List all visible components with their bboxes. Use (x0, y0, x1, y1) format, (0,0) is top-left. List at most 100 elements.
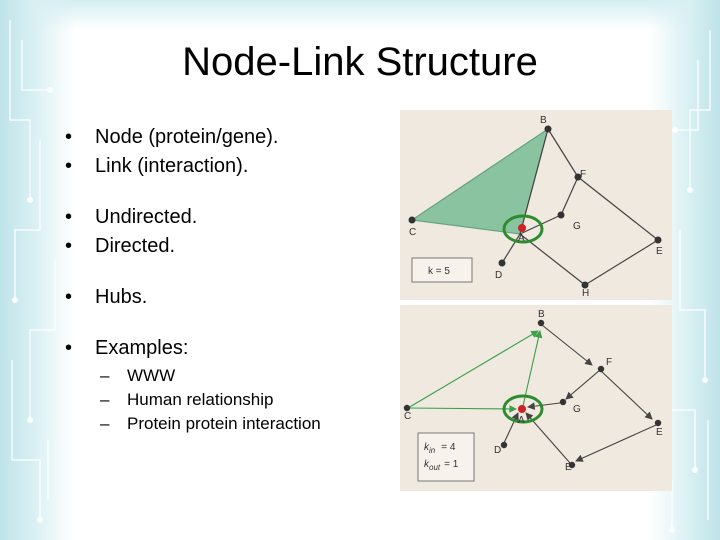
sub-bullet-item: –Human relationship (100, 390, 395, 414)
decorative-top-band (0, 0, 720, 30)
sub-bullet-text: Human relationship (127, 390, 274, 409)
bullet-dot: • (65, 206, 73, 228)
node-e (654, 419, 662, 427)
node-d (498, 259, 506, 267)
label-d: D (494, 445, 501, 456)
bullet-group-node-link: • Node (protein/gene). • Link (interaction… (65, 126, 395, 184)
node-f (574, 173, 582, 181)
label-e: E (656, 427, 663, 438)
sub-bullet-list: –WWW –Human relationship –Protein protei… (65, 366, 395, 438)
edge-c-a (407, 405, 517, 413)
hub-node-a (518, 224, 526, 232)
node-c (403, 404, 411, 412)
label-b: B (540, 115, 547, 126)
bullet-text: Examples: (95, 337, 189, 359)
bullet-item: • Examples: (65, 337, 395, 366)
sub-bullet-dash: – (100, 366, 110, 385)
edge-a-h (519, 233, 586, 286)
sub-bullet-dash: – (100, 414, 110, 433)
edge-f-e (599, 369, 653, 420)
bullet-dot: • (65, 286, 73, 308)
bullet-item: • Undirected. (65, 206, 395, 235)
sub-bullet-text: WWW (127, 366, 176, 385)
label-c: C (404, 411, 411, 422)
bullet-group-direction: • Undirected. • Directed. (65, 206, 395, 264)
directed-dark-edges (503, 324, 657, 464)
label-h: H (582, 288, 589, 299)
node-e (654, 236, 662, 244)
bullet-text: Undirected. (95, 206, 198, 228)
directed-green-edges (407, 330, 543, 413)
bullet-dot: • (65, 337, 73, 359)
node-f (597, 365, 605, 373)
bullet-text: Directed. (95, 235, 176, 257)
undirected-network-svg: B F C A G E D H k = 5 (408, 115, 663, 299)
k-in-legend: kin = 4 (424, 442, 456, 455)
legend-box (417, 432, 475, 482)
sub-bullet-item: –WWW (100, 366, 395, 390)
label-b: B (538, 309, 545, 320)
bullet-group-examples: •Examples: –WWW –Human relationship –Pro… (65, 337, 395, 438)
hub-node-a (518, 405, 526, 413)
edge-f-g (565, 369, 601, 400)
label-g: G (573, 221, 581, 232)
bullet-text: Hubs. (95, 286, 148, 308)
degree-legend: k = 5 (428, 266, 450, 277)
label-f: F (606, 357, 612, 368)
edge-e-e2 (575, 424, 657, 462)
k-out-subscript: out (429, 463, 441, 472)
bullet-item: • Node (protein/gene). (65, 126, 395, 155)
label-e2: E (565, 462, 572, 473)
k-in-value: = 4 (441, 442, 456, 453)
slide-title: Node-Link Structure (182, 40, 538, 84)
label-c: C (409, 227, 416, 238)
k-out-symbol: k (424, 459, 430, 470)
bullet-dot: • (65, 155, 73, 177)
circuit-pattern-left (9, 20, 56, 523)
sub-bullet-item: –Protein protein interaction (100, 414, 395, 438)
bullet-text: Link (interaction). (95, 155, 249, 177)
label-a: A (518, 415, 525, 426)
edge-d-a (503, 412, 519, 444)
edge-b-f (547, 128, 579, 178)
bullet-item: • Link (interaction). (65, 155, 395, 184)
k-out-value: = 1 (444, 459, 459, 470)
k-in-symbol: k (424, 442, 430, 453)
node-g (557, 211, 565, 219)
edge-g-a (527, 402, 561, 410)
edge-b-f (541, 324, 593, 366)
node-d (500, 441, 508, 449)
node-e2 (568, 461, 576, 469)
label-d: D (495, 270, 502, 281)
clique-triangle (410, 127, 549, 235)
directed-network-figure: B F C A G E D E kin= 4 kout= 1 (400, 305, 672, 491)
k-in-subscript: in (429, 446, 436, 455)
node-b (544, 125, 552, 133)
node-c (408, 216, 416, 224)
bullet-dot: • (65, 235, 73, 257)
node-h (581, 281, 589, 289)
k-out-legend: kout= 1 (424, 459, 459, 472)
directed-network-svg: B F C A G E D E kin= 4 kout= 1 (403, 309, 663, 482)
label-g: G (573, 404, 581, 415)
directed-nodes (403, 319, 662, 469)
node-g (559, 398, 567, 406)
label-e: E (656, 246, 663, 257)
undirected-nodes (408, 125, 662, 289)
circuit-pattern-right (664, 30, 711, 533)
legend-box (411, 257, 473, 283)
bullet-list: • Node (protein/gene). • Link (interaction… (65, 126, 395, 460)
bullet-dot: • (65, 126, 73, 148)
undirected-network-figure: B F C A G E D H k = 5 (400, 110, 672, 300)
bullet-text: Node (protein/gene). (95, 126, 279, 148)
edge-a-b (522, 330, 543, 407)
bullet-item: • Directed. (65, 235, 395, 264)
label-a: A (518, 233, 525, 244)
edge-c-b (407, 330, 539, 409)
edge-e-h (584, 239, 659, 286)
edge-a-d (501, 233, 521, 264)
bullet-item: • Hubs. (65, 286, 395, 315)
edge-f-g (560, 176, 579, 216)
hub-highlight-ring (502, 394, 544, 424)
hub-highlight-ring (502, 214, 544, 244)
